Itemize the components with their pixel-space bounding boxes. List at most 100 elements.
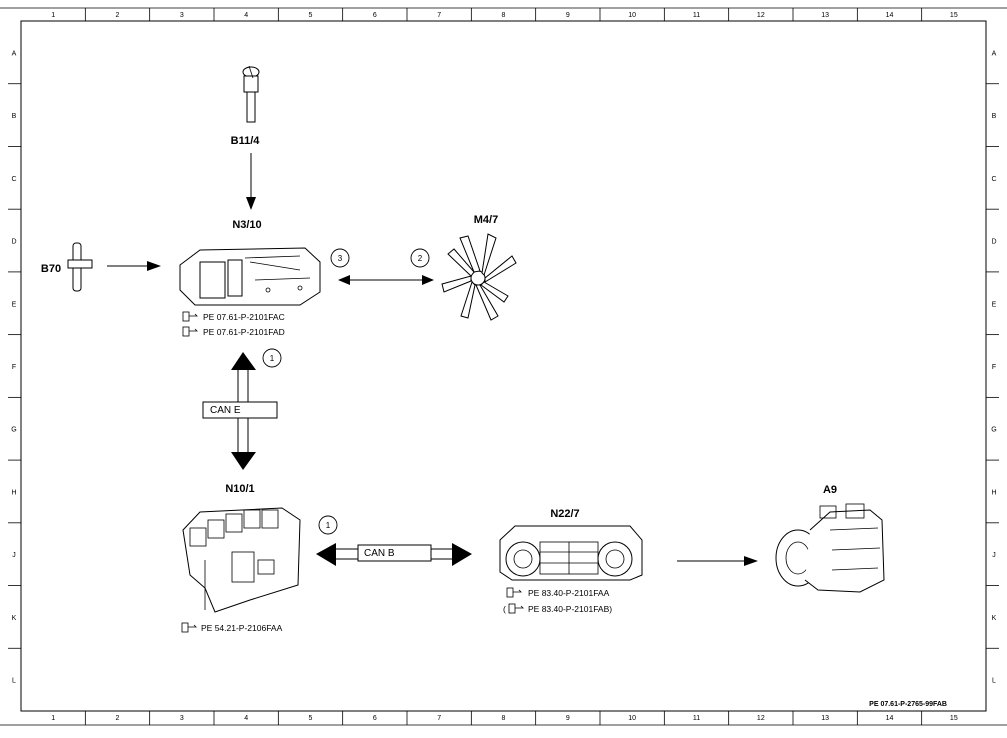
- grid-row-label: F: [12, 364, 16, 371]
- marker-2: [410, 248, 430, 268]
- grid-col-label: 10: [628, 12, 636, 19]
- n22-7-control-panel-icon: [499, 525, 643, 581]
- grid-col-label: 12: [757, 12, 765, 19]
- ref-n3-10-a[interactable]: PE 07.61-P-2101FAC: [203, 312, 285, 322]
- can-b-bus-box: [357, 544, 432, 562]
- drawing-frame: [20, 20, 987, 712]
- marker-3: [330, 248, 350, 268]
- grid-col-label: 15: [950, 715, 958, 722]
- grid-row-label: E: [992, 301, 997, 308]
- grid-col-label: 9: [566, 12, 570, 19]
- grid-row-label: C: [991, 176, 996, 183]
- grid-col-label: 5: [309, 715, 313, 722]
- ref-n22-7-b[interactable]: PE 83.40-P-2101FAB): [528, 604, 612, 614]
- grid-row-label: G: [11, 427, 16, 434]
- grid-col-label: 7: [437, 12, 441, 19]
- arrow-b11-4-head: [246, 197, 256, 210]
- grid-col-label: 4: [244, 12, 248, 19]
- can-b-label: CAN B: [364, 548, 395, 559]
- grid-row-label: H: [11, 489, 16, 496]
- grid-col-label: 3: [180, 12, 184, 19]
- marker-1-can-b-text: 1: [326, 521, 331, 530]
- grid-row-label: B: [992, 113, 997, 120]
- can-e-arrow-up: [231, 352, 256, 370]
- grid-row-label: J: [992, 552, 996, 559]
- can-e-bus-box: [202, 401, 278, 419]
- grid-row-label: F: [992, 364, 996, 371]
- grid-col-label: 13: [821, 715, 829, 722]
- grid-col-label: 6: [373, 715, 377, 722]
- label-n22-7: N22/7: [550, 508, 579, 520]
- grid-col-label: 2: [116, 12, 120, 19]
- grid-col-label: 2: [116, 715, 120, 722]
- grid-col-label: 14: [886, 715, 894, 722]
- n3-10-engine-control-unit-icon: [179, 247, 321, 306]
- grid-col-label: 1: [51, 715, 55, 722]
- drawing-reference-code: PE 07.61-P-2765-99FAB: [869, 701, 947, 708]
- can-e-label: CAN E: [210, 405, 241, 416]
- ref-n3-10-b[interactable]: PE 07.61-P-2101FAD: [203, 327, 285, 337]
- ref-n10-1[interactable]: PE 54.21-P-2106FAA: [201, 623, 283, 633]
- marker-2-text: 2: [418, 254, 423, 263]
- hand-book-icon: [508, 603, 524, 614]
- grid-col-label: 7: [437, 715, 441, 722]
- grid-row-label: K: [12, 615, 17, 622]
- marker-1-can-e-text: 1: [270, 354, 275, 363]
- marker-3-text: 3: [338, 254, 343, 263]
- hand-book-icon: [182, 311, 198, 322]
- grid-col-label: 8: [502, 12, 506, 19]
- grid-col-label: 6: [373, 12, 377, 19]
- can-b-arrow-right: [452, 543, 472, 566]
- hand-book-icon: [181, 622, 197, 633]
- label-b11-4: B11/4: [231, 135, 261, 147]
- grid-row-label: A: [992, 50, 997, 57]
- can-b-arrow-left: [316, 543, 336, 566]
- grid-row-label: B: [12, 113, 17, 120]
- n10-1-signal-acquisition-module-icon: [182, 507, 301, 613]
- grid-row-label: K: [992, 615, 997, 622]
- label-a9: A9: [823, 484, 837, 496]
- grid-row-label: G: [991, 427, 996, 434]
- grid-col-label: 3: [180, 715, 184, 722]
- can-e-arrow-down: [231, 452, 256, 470]
- grid-col-label: 13: [821, 12, 829, 19]
- grid-col-label: 14: [886, 12, 894, 19]
- b70-crankshaft-sensor-icon: [67, 242, 93, 292]
- grid-row-label: J: [12, 552, 16, 559]
- ref-n22-7-a[interactable]: PE 83.40-P-2101FAA: [528, 588, 610, 598]
- marker-1-can-b: [318, 515, 338, 535]
- a9-refrigerant-compressor-icon: [775, 503, 885, 593]
- grid-col-label: 10: [628, 715, 636, 722]
- grid-row-label: H: [991, 489, 996, 496]
- arrow-b70-head: [147, 261, 161, 271]
- grid-col-label: 12: [757, 715, 765, 722]
- grid-row-label: D: [11, 239, 16, 246]
- grid-col-label: 9: [566, 715, 570, 722]
- label-m4-7: M4/7: [474, 214, 498, 226]
- b11-4-temperature-sensor-icon: [242, 65, 260, 123]
- grid-col-label: 11: [693, 12, 700, 19]
- grid-col-label: 1: [51, 12, 55, 19]
- grid-row-label: E: [12, 301, 17, 308]
- label-b70: B70: [41, 263, 61, 275]
- marker-1-can-e: [262, 348, 282, 368]
- m4-7-fan-icon: [441, 233, 517, 321]
- grid-col-label: 5: [309, 12, 313, 19]
- grid-col-label: 8: [502, 715, 506, 722]
- hand-book-icon: [506, 587, 522, 598]
- grid-row-label: L: [992, 678, 996, 685]
- grid-row-label: L: [12, 678, 16, 685]
- label-n10-1: N10/1: [225, 483, 254, 495]
- grid-right-labels: A B C D E F G H J K L: [986, 50, 999, 685]
- grid-row-label: D: [991, 239, 996, 246]
- grid-col-label: 4: [244, 715, 248, 722]
- hand-book-icon: [182, 326, 198, 337]
- grid-col-label: 11: [693, 715, 700, 722]
- label-n3-10: N3/10: [232, 219, 261, 231]
- grid-col-label: 15: [950, 12, 958, 19]
- grid-row-label: C: [11, 176, 16, 183]
